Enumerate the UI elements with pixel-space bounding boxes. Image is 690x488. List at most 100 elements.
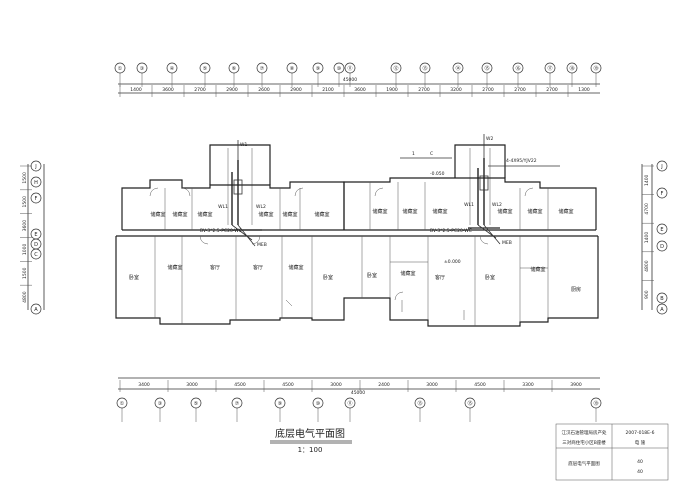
riser-label: BV-3*2.5-PC20-WC — [430, 228, 472, 234]
room-storage: 储藏室 — [282, 211, 297, 218]
room-storage: 储藏室 — [400, 270, 415, 277]
axis-label: ⑦ — [235, 401, 240, 407]
axis-label: ⑥ — [232, 66, 237, 72]
sheet-name: 底层电气平面图 — [568, 460, 600, 467]
panel-label-right: WL2 — [256, 204, 266, 210]
axis-label: ① — [118, 66, 123, 72]
axis-bubble — [656, 187, 668, 199]
axis-bubble — [656, 223, 668, 235]
room-kitchen: 厨房 — [571, 286, 581, 293]
dimension-value: 4500 — [474, 382, 486, 388]
sheet-count-a: 40 — [637, 459, 643, 465]
axis-label: ⑩ — [316, 401, 321, 407]
axis-label: ③ — [158, 401, 162, 407]
bottom-overall-dim: 45000 — [351, 390, 365, 396]
axis-label: A — [660, 307, 664, 313]
axis-bubble — [656, 240, 668, 252]
axis-bubble — [30, 192, 42, 204]
room-storage: 储藏室 — [402, 208, 417, 215]
panel-label-left: WL1 — [464, 202, 474, 208]
axis-bubble — [30, 176, 42, 188]
axis-label: ⑲ — [593, 400, 598, 407]
dimension-value: 900 — [644, 290, 650, 299]
left-dimension-texts: 1500 1500 3600 1000 1500 4800 — [20, 165, 32, 303]
dimension-value: 3000 — [426, 382, 438, 388]
room-storage: 储藏室 — [530, 266, 545, 273]
drawing-title: 底层电气平面图 — [275, 427, 345, 440]
dimension-value: 2700 — [482, 87, 494, 93]
dimension-value: 2700 — [546, 87, 558, 93]
sheet-count-b: 40 — [637, 469, 643, 475]
small-tag: W1 — [240, 142, 247, 148]
axis-label: ⑨ — [316, 66, 320, 72]
axis-label: ⑤ — [194, 401, 198, 407]
dimension-value: 1300 — [578, 87, 590, 93]
room-living: 客厅 — [435, 274, 445, 281]
room-living: 客厅 — [253, 264, 263, 271]
dimension-value: 2100 — [322, 87, 334, 93]
axis-bubble — [30, 248, 42, 260]
room-bedroom: 卧室 — [367, 272, 377, 279]
axis-label: H — [34, 180, 38, 186]
dimension-value: 2700 — [194, 87, 206, 93]
axis-label: D — [660, 244, 664, 250]
room-storage: 储藏室 — [258, 211, 273, 218]
dimension-value: 4700 — [644, 203, 650, 215]
room-storage: 储藏室 — [197, 211, 212, 218]
room-labels: 储藏室 储藏室 储藏室 储藏室 储藏室 储藏室 储藏室 储藏室 储藏室 储藏室 … — [129, 208, 581, 293]
axis-label: F — [35, 196, 38, 202]
riser-label: BV-3*2.5-PC20-WC — [200, 228, 242, 234]
drawing-number: 2007-018E-6 — [626, 430, 655, 436]
dimension-value: 1000 — [22, 244, 28, 256]
room-storage: 储藏室 — [558, 208, 573, 215]
axis-label: ⑪ — [347, 400, 352, 407]
dimension-value: 1500 — [22, 267, 28, 279]
room-storage: 储藏室 — [372, 208, 387, 215]
sheet-title-block: 江汉石油管理局房产处 三对商住宅小区B座楼 2007-018E-6 电 施 底层… — [555, 423, 669, 481]
dimension-value: 4800 — [22, 291, 28, 303]
meter-label: MEB — [502, 240, 512, 246]
dimension-value: 2600 — [258, 87, 270, 93]
box-tag: C — [430, 151, 433, 157]
dimension-value: 1500 — [22, 172, 28, 184]
room-storage: 储藏室 — [167, 264, 182, 271]
dimension-value: 1900 — [386, 87, 398, 93]
axis-label: ⑮ — [484, 65, 489, 72]
axis-label: ⑫ — [393, 65, 398, 72]
axis-label: ⑨ — [278, 401, 282, 407]
axis-bubble — [656, 292, 668, 304]
axis-label: ⑰ — [547, 65, 552, 72]
dimension-value: 4500 — [282, 382, 294, 388]
room-storage: 储藏室 — [497, 208, 512, 215]
meter-label: MEB — [257, 242, 267, 248]
room-bedroom: 卧室 — [323, 274, 333, 281]
axis-label: E — [660, 227, 663, 233]
room-storage: 储藏室 — [288, 264, 303, 271]
drawing-scale: 1：100 — [298, 446, 323, 454]
axis-label: D — [34, 242, 38, 248]
dimension-value: 3600 — [22, 220, 28, 232]
room-storage: 储藏室 — [432, 208, 447, 215]
small-tag: W2 — [486, 136, 493, 142]
panel-label-left: WL1 — [218, 204, 228, 210]
panel-label-right: WL2 — [492, 202, 502, 208]
room-storage: 储藏室 — [150, 211, 165, 218]
dimension-value: 1500 — [22, 196, 28, 208]
right-dimension-chain — [641, 164, 653, 310]
axis-label: B — [660, 296, 664, 302]
dimension-value: 3000 — [330, 382, 342, 388]
axis-label: ⑧ — [290, 66, 295, 72]
dimension-value: 2900 — [226, 87, 238, 93]
axis-label: ⑲ — [593, 65, 598, 72]
elevation-zero: ±0.000 — [444, 259, 461, 265]
dimension-value: 2700 — [514, 87, 526, 93]
axis-label: ④ — [170, 66, 175, 72]
room-storage: 储藏室 — [172, 211, 187, 218]
room-storage: 储藏室 — [314, 211, 329, 218]
